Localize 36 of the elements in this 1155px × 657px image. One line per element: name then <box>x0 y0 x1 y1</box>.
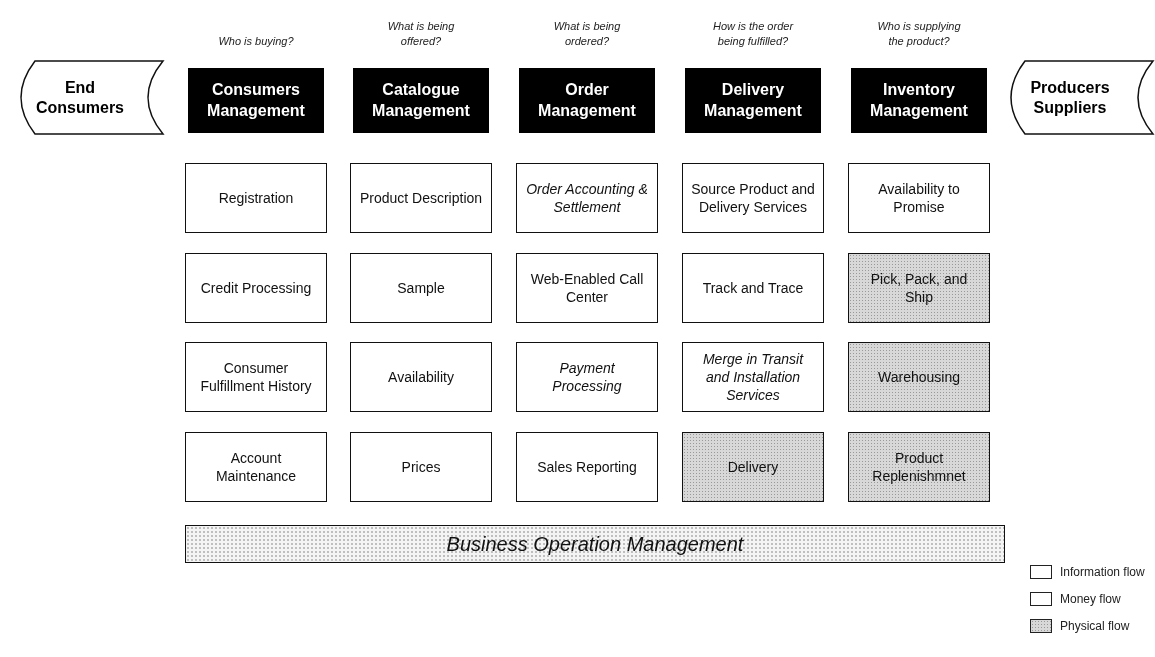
process-box: Track and Trace <box>682 253 824 323</box>
header-box: Delivery Management <box>685 68 821 133</box>
header-box: Order Management <box>519 68 655 133</box>
process-box: Product Description <box>350 163 492 233</box>
process-box: Web-Enabled Call Center <box>516 253 658 323</box>
legend-label: Information flow <box>1060 565 1145 579</box>
operation-bar: Business Operation Management <box>185 525 1005 563</box>
question-text: How is the order being fulfilled? <box>711 19 795 48</box>
legend-label: Money flow <box>1060 592 1121 606</box>
question-text: What is being offered? <box>386 19 456 48</box>
legend-label: Physical flow <box>1060 619 1130 633</box>
process-box: Source Product and Delivery Services <box>682 163 824 233</box>
process-box: Prices <box>350 432 492 502</box>
entity-label: Producers Suppliers <box>1029 77 1111 118</box>
process-box: Sample <box>350 253 492 323</box>
process-box: Payment Processing <box>516 342 658 412</box>
process-box: Order Accounting & Settlement <box>516 163 658 233</box>
process-box: Availability to Promise <box>848 163 990 233</box>
process-box: Account Maintenance <box>185 432 327 502</box>
question-text: Who is supplying the product? <box>876 19 962 48</box>
process-box: Availability <box>350 342 492 412</box>
process-box: Merge in Transit and Installation Services <box>682 342 824 412</box>
process-box: Consumer Fulfillment History <box>185 342 327 412</box>
question-text: What is being ordered? <box>552 19 622 48</box>
header-box: Inventory Management <box>851 68 987 133</box>
process-box: Sales Reporting <box>516 432 658 502</box>
process-box: Credit Processing <box>185 253 327 323</box>
process-box: Product Replenishmnet <box>848 432 990 502</box>
header-box: Consumers Management <box>188 68 324 133</box>
process-box: Pick, Pack, and Ship <box>848 253 990 323</box>
entity-label: End Consumers <box>35 77 125 118</box>
question-text: Who is buying? <box>217 33 295 48</box>
process-box: Registration <box>185 163 327 233</box>
header-box: Catalogue Management <box>353 68 489 133</box>
process-box: Warehousing <box>848 342 990 412</box>
process-box: Delivery <box>682 432 824 502</box>
